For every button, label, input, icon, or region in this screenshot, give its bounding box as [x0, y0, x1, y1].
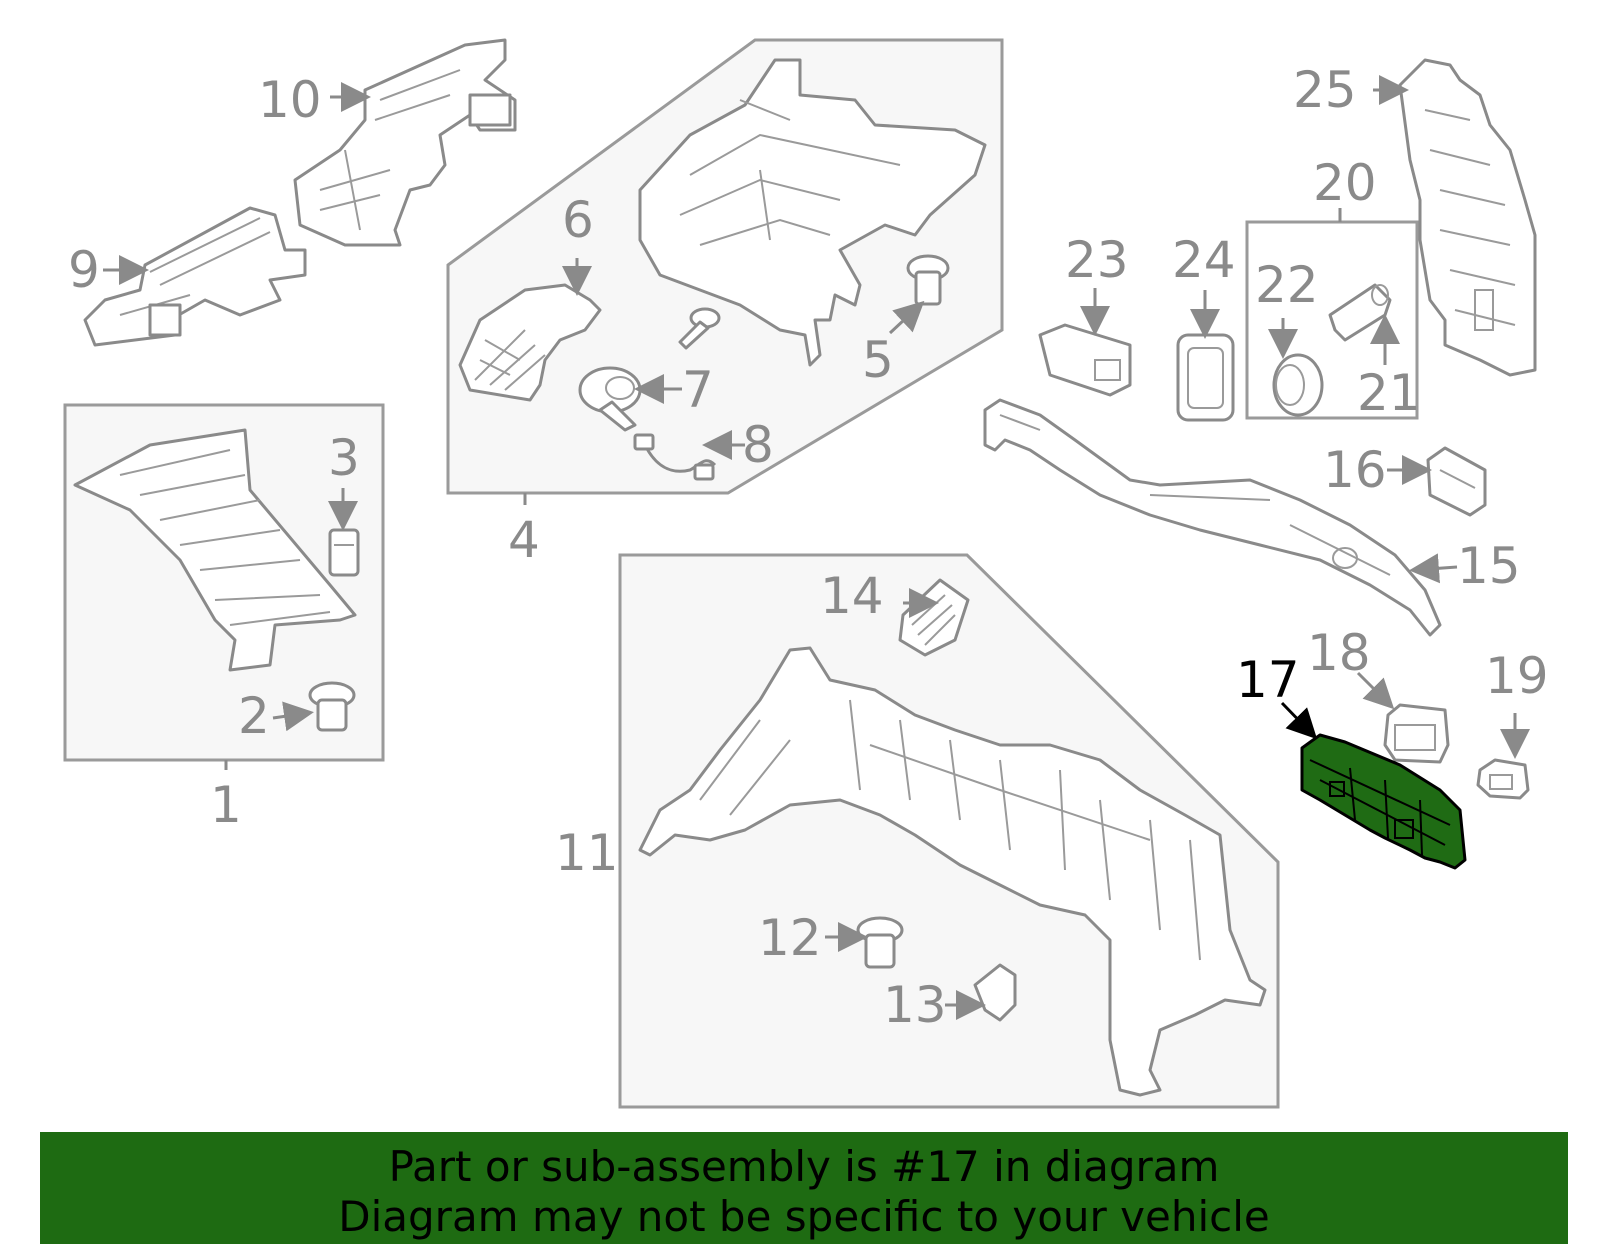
callout-16: 16 — [1323, 441, 1387, 499]
part-8[interactable] — [633, 433, 717, 481]
callout-14: 14 — [820, 567, 884, 625]
callout-21: 21 — [1357, 364, 1421, 422]
part-19[interactable] — [1476, 758, 1530, 800]
callout-19: 19 — [1485, 647, 1549, 705]
callout-2: 2 — [238, 687, 270, 745]
part-9[interactable] — [83, 206, 307, 347]
part-7[interactable] — [578, 366, 642, 432]
part-6[interactable] — [458, 283, 602, 402]
callout-23: 23 — [1065, 231, 1129, 289]
callout-17: 17 — [1236, 651, 1300, 709]
callout-22: 22 — [1255, 256, 1319, 314]
callout-15: 15 — [1457, 537, 1521, 595]
callout-24: 24 — [1172, 231, 1236, 289]
callout-10: 10 — [258, 71, 322, 129]
callout-8: 8 — [742, 416, 774, 474]
callout-1: 1 — [210, 776, 242, 834]
callout-5: 5 — [862, 331, 894, 389]
part-1[interactable] — [73, 428, 357, 672]
part-4-screw[interactable] — [678, 307, 721, 350]
callout-12: 12 — [758, 909, 822, 967]
callout-6: 6 — [562, 191, 594, 249]
part-10[interactable] — [293, 38, 517, 247]
part-5[interactable] — [906, 254, 950, 306]
part-22[interactable] — [1272, 353, 1324, 417]
callout-labels: 10 9 3 2 1 6 5 7 8 4 25 20 23 24 22 21 1… — [68, 61, 1549, 1034]
banner-line-2: Diagram may not be specific to your vehi… — [338, 1192, 1270, 1241]
part-23[interactable] — [1038, 323, 1132, 397]
part-18[interactable] — [1383, 703, 1450, 764]
part-15[interactable] — [983, 398, 1442, 637]
callout-20: 20 — [1313, 154, 1377, 212]
part-12[interactable] — [856, 916, 904, 969]
callout-9: 9 — [68, 241, 100, 299]
callout-4: 4 — [508, 511, 540, 569]
part-11[interactable] — [638, 646, 1267, 1097]
callout-18: 18 — [1307, 624, 1371, 682]
callout-7: 7 — [682, 361, 714, 419]
part-2[interactable] — [308, 681, 356, 732]
banner-line-1: Part or sub-assembly is #17 in diagram — [388, 1142, 1220, 1191]
leader-lines — [103, 75, 1530, 1020]
part-17-highlighted[interactable] — [1300, 733, 1467, 870]
part-16[interactable] — [1426, 446, 1487, 517]
part-3[interactable] — [328, 528, 360, 577]
callout-13: 13 — [883, 976, 947, 1034]
part-24[interactable] — [1176, 333, 1235, 422]
callout-11: 11 — [555, 824, 619, 882]
part-25[interactable] — [1398, 58, 1537, 377]
callout-3: 3 — [328, 429, 360, 487]
part-4-housing[interactable] — [638, 58, 987, 367]
info-banner: Part or sub-assembly is #17 in diagram D… — [40, 1132, 1568, 1244]
callout-25: 25 — [1293, 61, 1357, 119]
